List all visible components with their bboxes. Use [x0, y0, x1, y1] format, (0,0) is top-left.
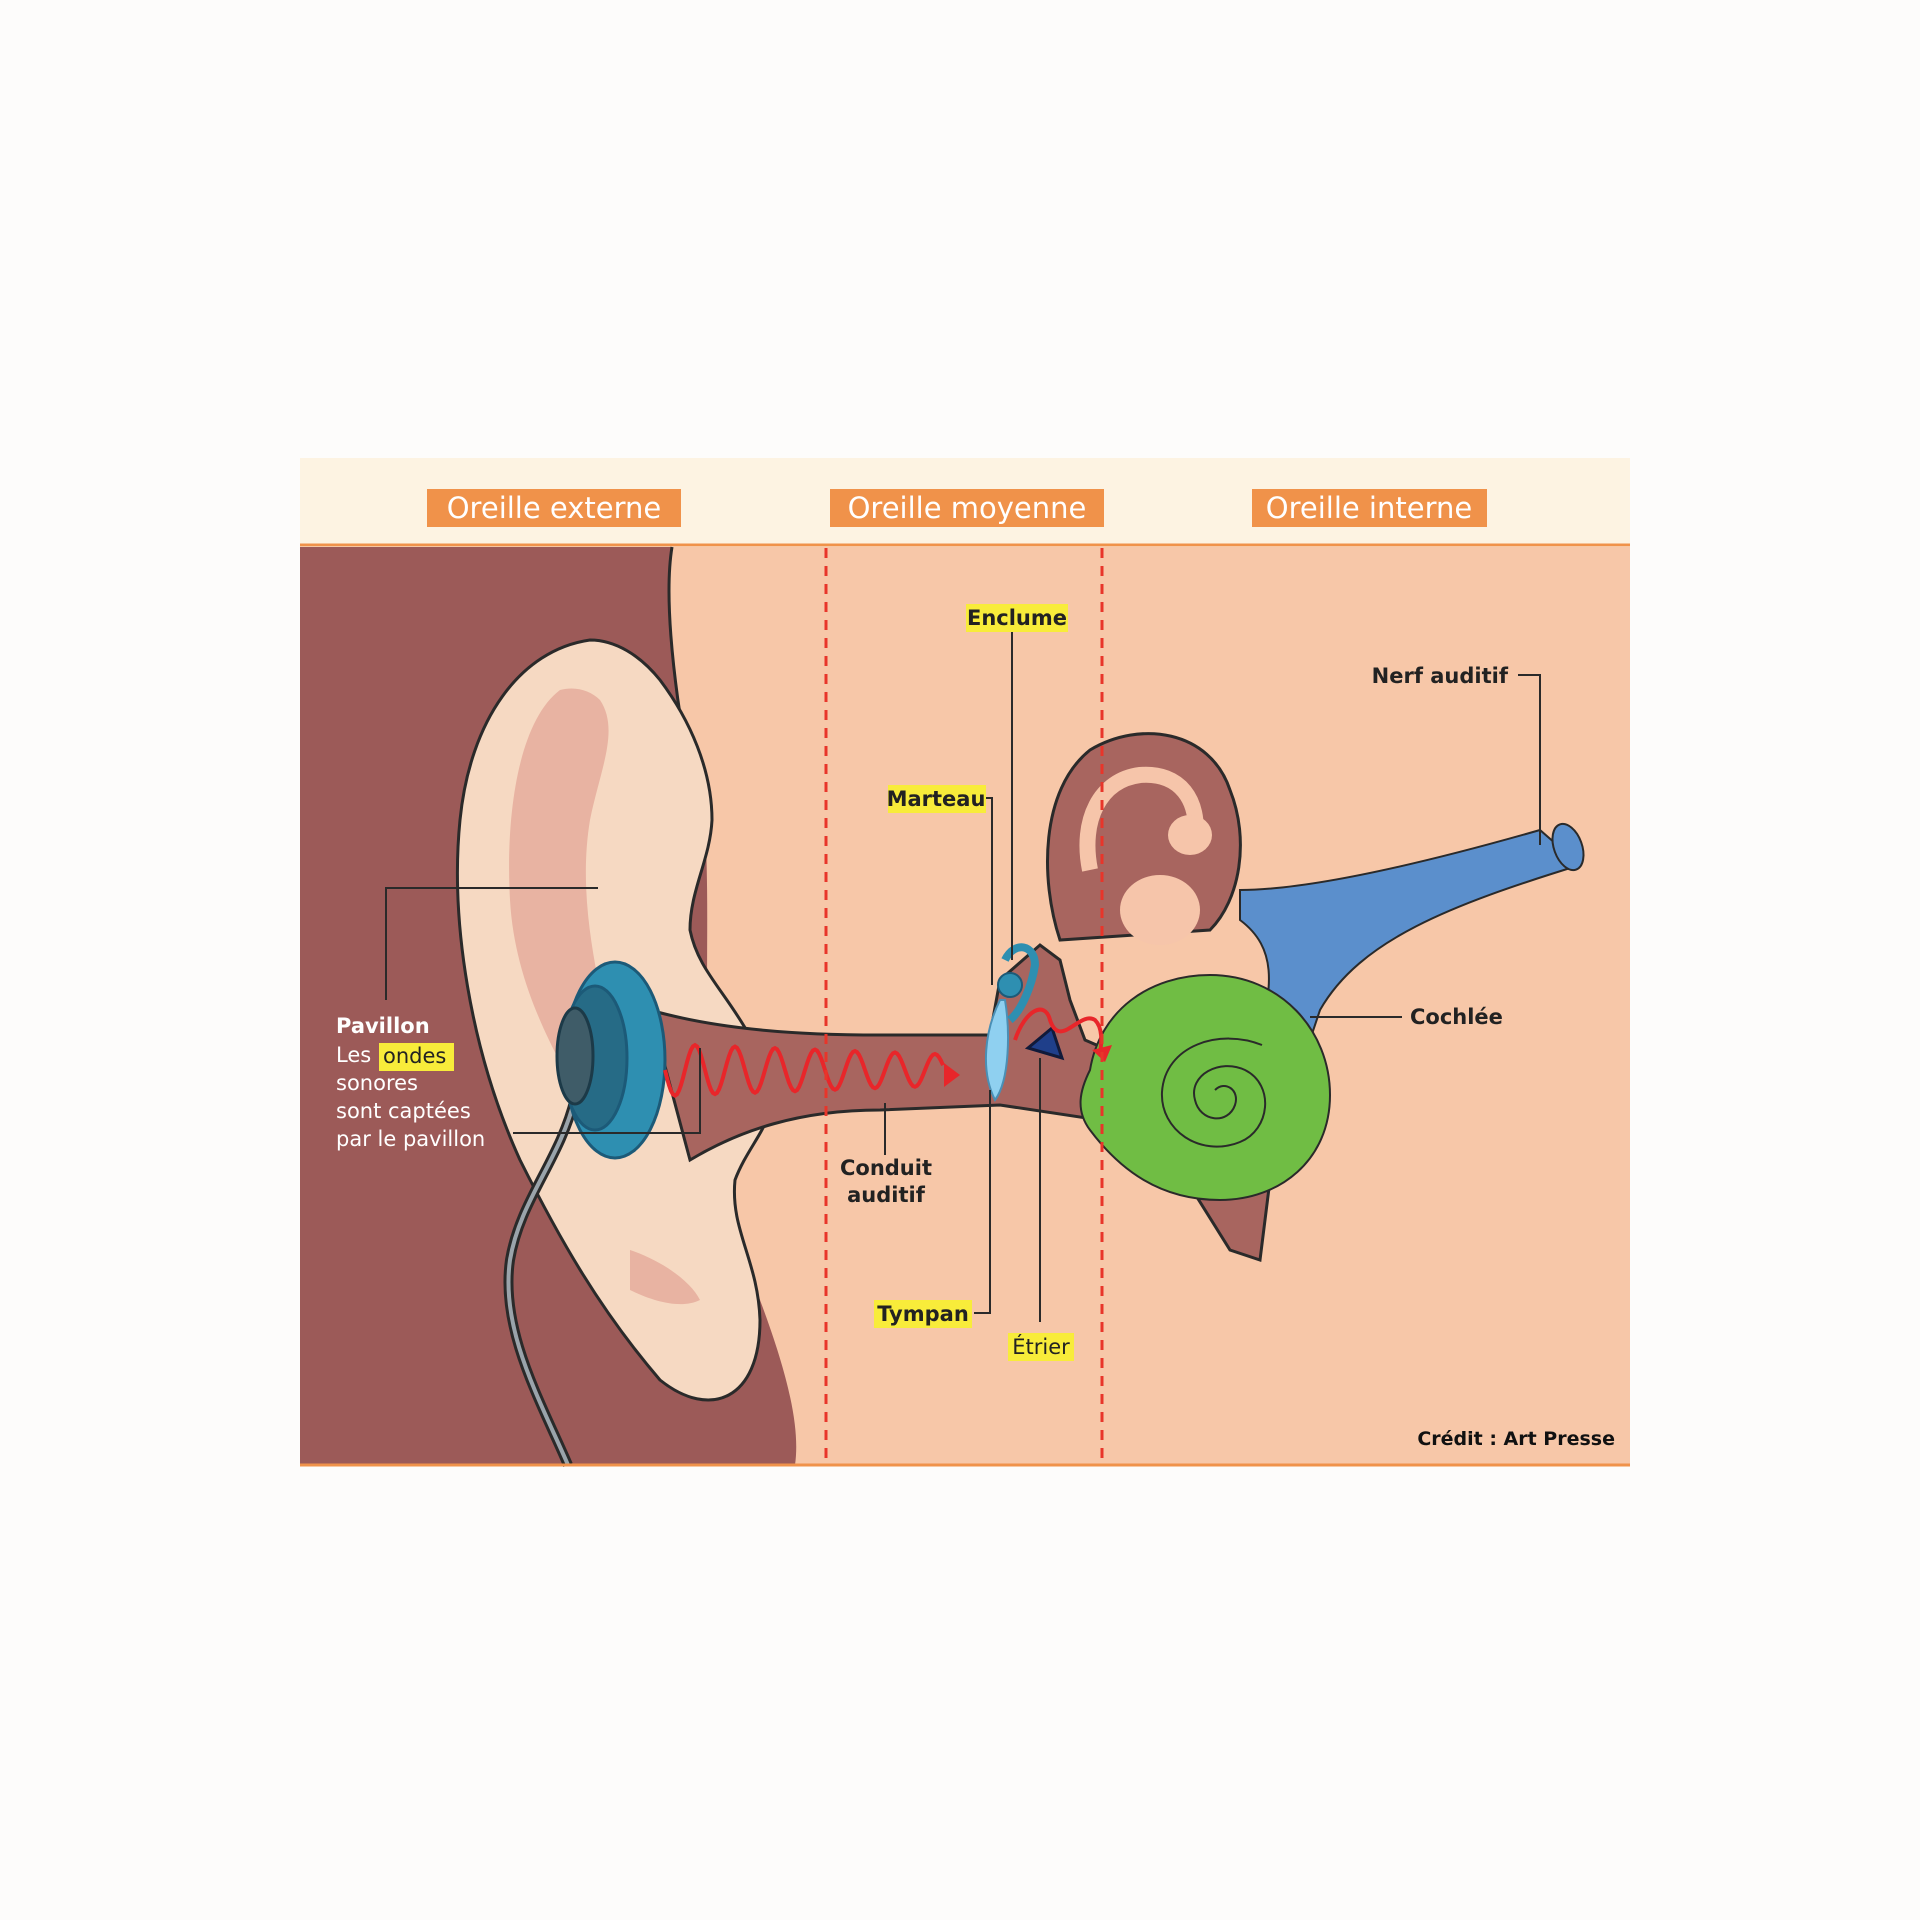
- credit: Crédit : Art Presse: [1417, 1428, 1615, 1450]
- leader-marteau: [986, 797, 993, 985]
- headphone-cap: [555, 1006, 595, 1106]
- label-nerf-auditif: Nerf auditif: [1372, 664, 1509, 688]
- section-tag-outer-bg: [427, 489, 681, 527]
- highlight-marteau: [888, 785, 986, 813]
- section-tag-middle-bg: [830, 489, 1104, 527]
- section-tag-middle: Oreille moyenne: [848, 491, 1087, 525]
- highlight-ondes: [379, 1043, 454, 1071]
- leader-pavillon: [385, 887, 598, 1000]
- label-marteau: Marteau: [887, 787, 986, 811]
- section-tag-outer: Oreille externe: [447, 491, 662, 525]
- label-cochlee: Cochlée: [1410, 1005, 1503, 1029]
- sound-wave: [663, 1042, 945, 1098]
- label-pavillon-les: Les: [336, 1043, 371, 1067]
- highlight-enclume: [966, 604, 1068, 632]
- sound-wave-arrowhead: [944, 1063, 960, 1087]
- leader-nerf: [1518, 674, 1541, 845]
- stapes: [1024, 1025, 1065, 1061]
- semicircular-loop: [1079, 766, 1204, 872]
- label-enclume: Enclume: [967, 606, 1067, 630]
- vestibule-upper: [1168, 815, 1212, 855]
- label-tympan: Tympan: [877, 1302, 969, 1326]
- leader-pavillon-2: [513, 1048, 701, 1134]
- semicircular-canals: [1046, 732, 1242, 942]
- highlight-etrier: [1008, 1333, 1074, 1361]
- headphone-cable-highlight: [506, 1097, 577, 1466]
- label-pavillon-line3: sont captées: [336, 1099, 471, 1123]
- label-pavillon-ondes: ondes: [383, 1044, 446, 1068]
- label-etrier: Étrier: [1012, 1334, 1070, 1359]
- label-pavillon-line4: par le pavillon: [336, 1127, 485, 1151]
- section-tag-inner: Oreille interne: [1266, 491, 1472, 525]
- label-conduit-line1: Conduit: [840, 1156, 932, 1180]
- section-tag-inner-bg: [1252, 489, 1487, 527]
- earlobe-shadow: [630, 1250, 700, 1305]
- cochlea-spiral: [1160, 1037, 1267, 1148]
- incus: [1001, 943, 1040, 1024]
- auditory-nerve-end: [1551, 822, 1585, 872]
- highlight-tympan: [874, 1300, 972, 1328]
- vestibule-lower: [1120, 875, 1200, 945]
- leader-tympan: [974, 1090, 991, 1314]
- label-pavillon-title: Pavillon: [336, 1014, 430, 1038]
- label-conduit-line2: auditif: [847, 1183, 926, 1207]
- label-pavillon-line2: sonores: [336, 1071, 418, 1095]
- tympanic-membrane: [985, 999, 1009, 1102]
- malleus: [997, 972, 1023, 998]
- cochlea: [1079, 973, 1332, 1202]
